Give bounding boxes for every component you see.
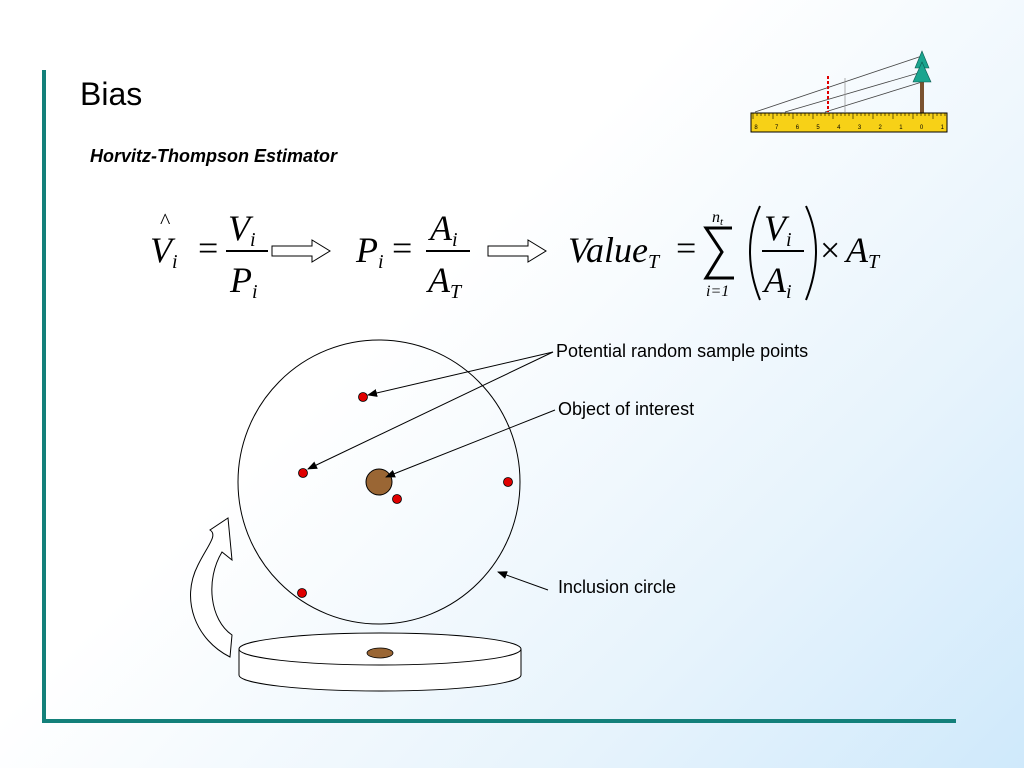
formula-times: × <box>820 230 841 270</box>
formula-equals-1: = <box>198 228 219 268</box>
inclusion-circle <box>237 339 521 625</box>
leader-arrow-circle <box>497 571 549 591</box>
implies-arrow-icon-1 <box>271 239 331 263</box>
ruler-label: 4 <box>837 125 841 131</box>
formula-denominator-p: Pi <box>230 260 258 303</box>
accent-bar-vertical <box>42 70 46 722</box>
label-sample-points: Potential random sample points <box>556 341 809 361</box>
ruler-label: 3 <box>858 125 862 131</box>
formula-a-t: AT <box>846 230 880 273</box>
label-object-of-interest: Object of interest <box>558 399 695 419</box>
formula-denominator-at: AT <box>428 260 462 303</box>
ruler-label: 6 <box>796 125 800 131</box>
formula-value-t: ValueT <box>568 230 660 273</box>
ruler-label: 8 <box>754 125 758 131</box>
object-of-interest <box>365 468 393 496</box>
ruler-label: 0 <box>920 125 924 131</box>
formula-denominator-ai: Ai <box>764 260 792 303</box>
ruler-tree-icon <box>750 50 948 133</box>
formula-numerator-v2: Vi <box>764 208 792 251</box>
formula-v-hat: Vi <box>150 230 178 273</box>
formula-sum-lower: i=1 <box>706 283 730 300</box>
slide-title: Bias <box>80 76 143 112</box>
formula-numerator-a: Ai <box>430 208 458 251</box>
sample-point <box>297 588 307 598</box>
paren-left-icon <box>749 205 761 301</box>
sample-point <box>298 468 308 478</box>
accent-bar-horizontal <box>42 719 956 723</box>
formula-numerator-v: Vi <box>228 208 256 251</box>
label-inclusion-circle: Inclusion circle <box>558 577 677 597</box>
summation-icon <box>703 226 734 280</box>
sample-point <box>392 494 402 504</box>
leader-arrow-sample-1 <box>367 351 554 397</box>
ruler-label: 7 <box>775 125 779 131</box>
formula-sum-upper: nt <box>712 209 724 228</box>
leader-arrow-object <box>385 409 556 478</box>
leader-arrow-sample-2 <box>307 351 554 470</box>
rotate-arrow-icon <box>190 517 233 658</box>
plot-object <box>366 647 394 659</box>
ruler-label: 5 <box>816 125 820 131</box>
formula-equals-3: = <box>676 228 697 268</box>
ruler-label: 1 <box>941 125 945 131</box>
paren-right-icon <box>805 205 817 301</box>
slide-subtitle: Horvitz-Thompson Estimator <box>90 146 338 166</box>
sample-point <box>503 477 513 487</box>
formula-equals-2: = <box>392 228 413 268</box>
ruler-label: 2 <box>879 125 883 131</box>
implies-arrow-icon-2 <box>487 239 547 263</box>
formula-hat-mark: ^ <box>160 208 171 233</box>
sample-point <box>358 392 368 402</box>
ruler-label: 1 <box>899 125 903 131</box>
formula-p-i: Pi <box>356 230 384 273</box>
